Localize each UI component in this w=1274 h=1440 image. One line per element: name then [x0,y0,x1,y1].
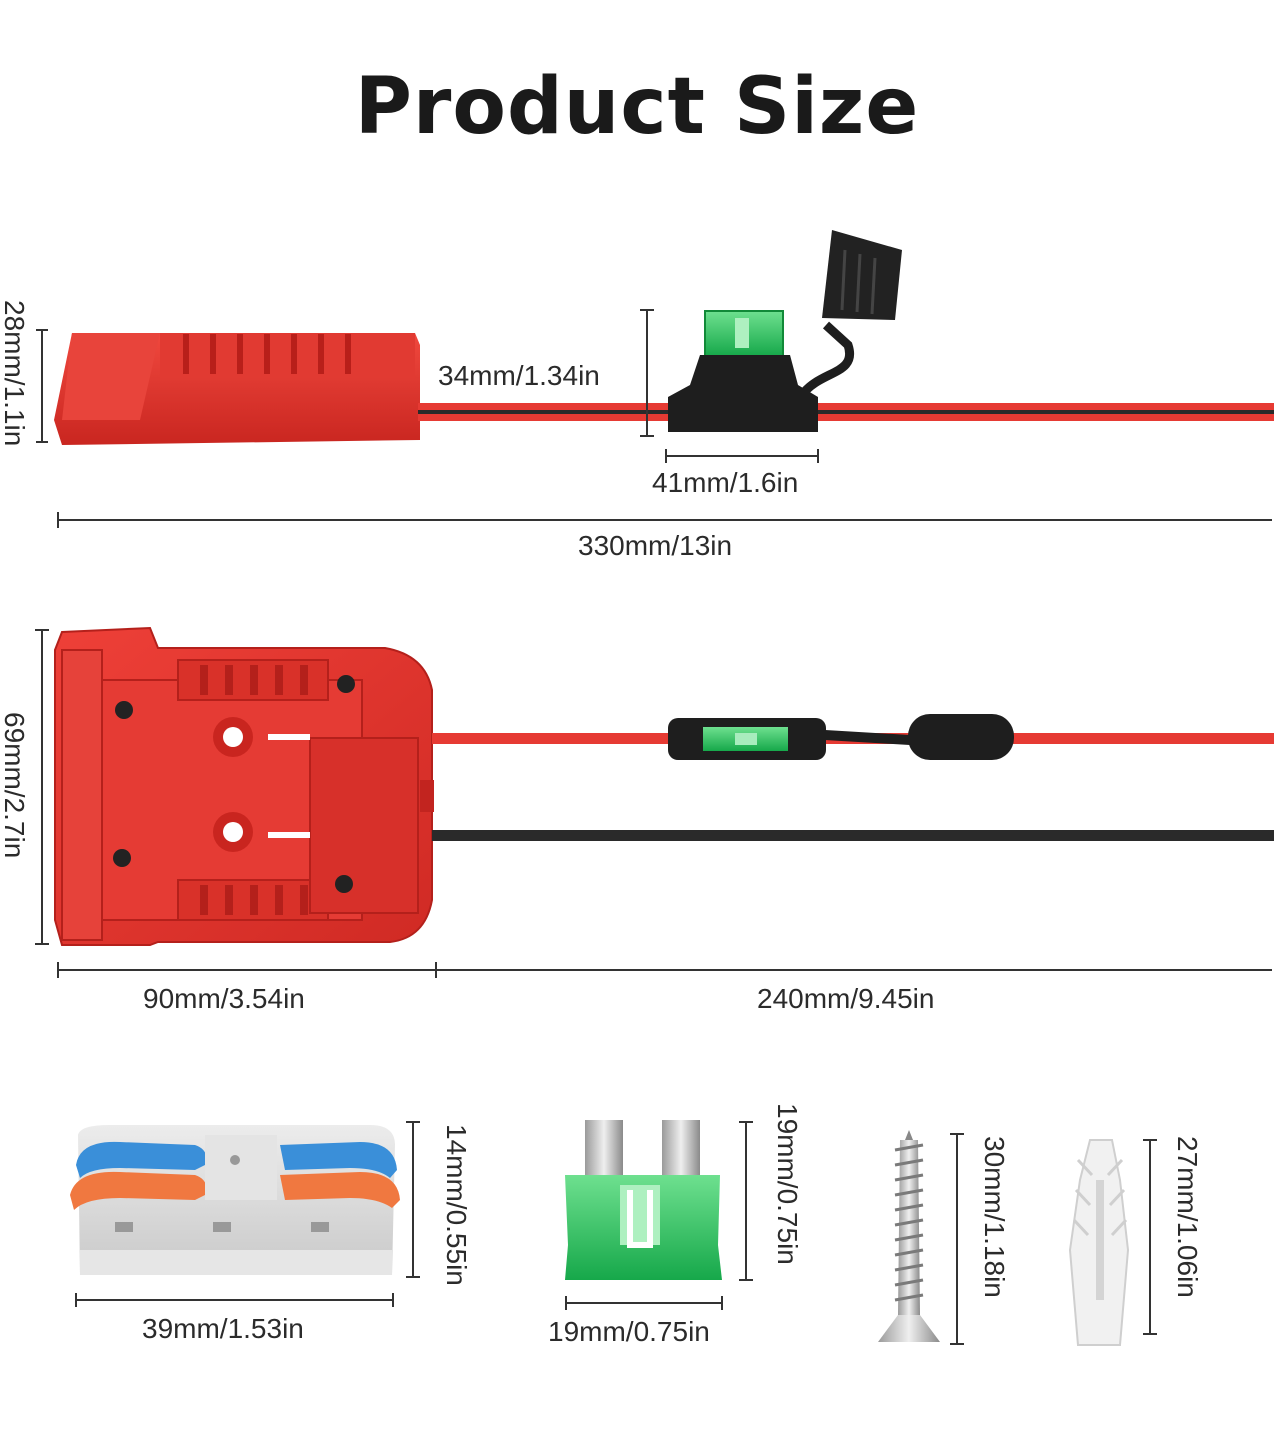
adapter-side-view [54,333,420,445]
adapter-front-view [54,626,434,946]
fuse-holder-height-label: 34mm/1.34in [438,360,600,391]
dimension-lines-bottom [75,1121,1157,1345]
wire-connector [70,1125,400,1275]
cable-length-label: 240mm/9.45in [757,983,935,1014]
anchor-length-label: 27mm/1.06in [1172,1136,1203,1298]
inline-fuse-holder-side [668,230,902,432]
total-length-label: 330mm/13in [578,530,733,561]
fuse-height-label: 19mm/0.75in [772,1103,803,1265]
adapter-height-label: 69mm/2.7in [0,712,30,859]
screw [878,1130,940,1342]
page-title: Product Size [354,62,920,152]
connector-height-label: 14mm/0.55in [441,1124,472,1286]
top-wires [418,403,1274,421]
dimension-lines-middle [35,629,1272,978]
adapter-width-label: 90mm/3.54in [143,983,305,1014]
screw-length-label: 30mm/1.18in [979,1136,1010,1298]
fuse-width-label: 19mm/0.75in [548,1316,710,1347]
blade-fuse [565,1120,722,1280]
top-height-label: 28mm/1.1in [0,300,30,447]
dimension-lines-top [36,309,1272,528]
wall-anchor [1068,1139,1130,1346]
connector-width-label: 39mm/1.53in [142,1313,304,1344]
inline-fuse-holder-front [668,714,1014,760]
fuse-holder-width-label: 41mm/1.6in [652,467,799,498]
middle-wires [432,733,1274,841]
